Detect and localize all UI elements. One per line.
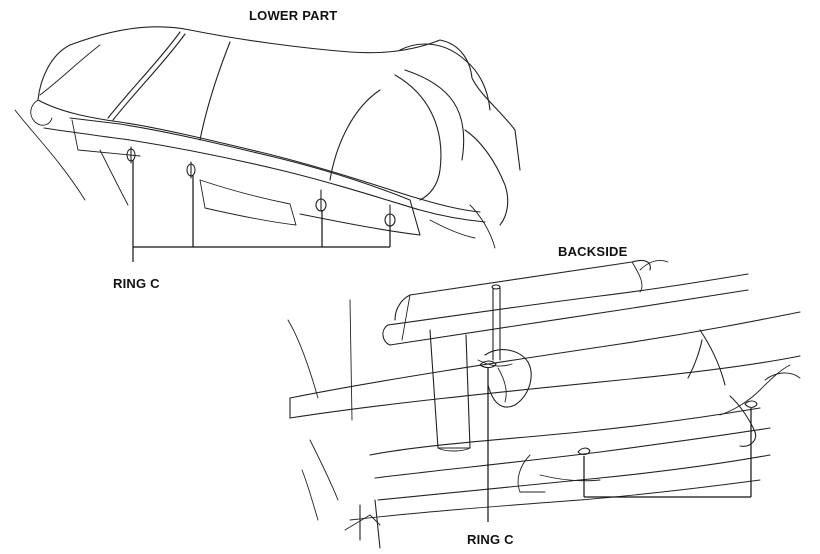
ring-c-leader-top — [132, 160, 391, 262]
backside-label: BACKSIDE — [558, 244, 628, 259]
ring-c-hooks-lower — [126, 146, 396, 227]
ring-c-hooks-backside — [479, 360, 758, 456]
lower-part-label: LOWER PART — [249, 8, 338, 23]
ring-c-label-bottom: RING C — [467, 532, 514, 547]
ring-c-label-top: RING C — [113, 276, 160, 291]
ring-c-leader-bottom — [487, 368, 752, 522]
